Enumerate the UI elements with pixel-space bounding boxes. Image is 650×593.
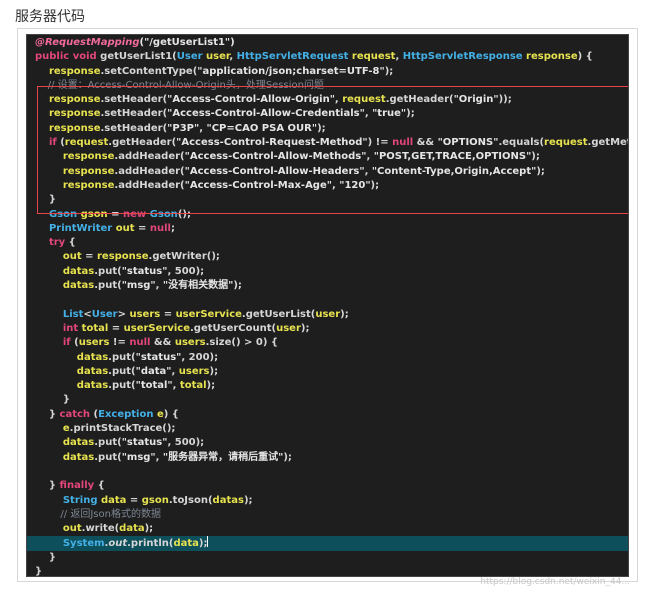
code-line: e.printStackTrace(); [62,423,176,435]
code-line: datas.put("status", 500); [62,265,205,277]
code-line: datas.put("msg", "服务器异常，请稍后重试"); [62,451,292,463]
code-line: response.setContentType("application/jso… [48,65,394,77]
code-line: datas.put("status", 200); [76,351,219,363]
code-line: if (request.getHeader("Access-Control-Re… [48,137,629,149]
code-editor: @RequestMapping("/getUserList1") public v… [26,34,629,577]
code-block: @RequestMapping("/getUserList1") public v… [27,36,629,577]
code-line: } catch (Exception e) { [35,408,179,420]
code-line: String data = gson.toJson(datas); [62,494,253,506]
code-line: datas.put("data", users); [76,365,219,377]
code-line: datas.put("total", total); [76,380,216,392]
code-line: Gson gson = new Gson(); [48,208,191,220]
page-heading: 服务器代码 [15,9,85,25]
code-line: response.setHeader("Access-Control-Allow… [48,94,512,106]
code-line: if (users != null && users.size() > 0) { [62,337,279,349]
code-line: } [35,551,57,563]
code-line: out.write(data); [62,523,154,535]
code-line: out = response.getWriter(); [62,251,220,263]
code-line: int total = userService.getUserCount(use… [62,322,310,334]
code-line: datas.put("msg", "没有相关数据"); [62,280,242,292]
code-line [27,293,628,307]
code-line: PrintWriter out = null; [48,222,175,234]
code-line: public void getUserList1(User user, Http… [35,51,593,63]
text-cursor [207,536,209,548]
code-line: response.addHeader("Access-Control-Allow… [62,151,540,163]
code-line: } [35,394,70,406]
code-line [27,465,628,479]
code-line: List<User> users = userService.getUserLi… [62,308,349,320]
code-line: @RequestMapping("/getUserList1") [35,37,235,48]
code-line: datas.put("status", 500); [62,437,205,449]
code-line: response.addHeader("Access-Control-Max-A… [62,179,380,191]
code-line: response.setHeader("Access-Control-Allow… [48,108,415,120]
code-screenshot-frame: @RequestMapping("/getUserList1") public v… [17,28,638,582]
code-line: // 设置：Access-Control-Allow-Origin头，处理Ses… [35,79,324,91]
code-line: } [35,194,57,206]
code-line: response.addHeader("Access-Control-Allow… [62,165,545,177]
code-line: // 返回Json格式的数据 [35,508,161,520]
code-line: } finally { [35,480,105,492]
watermark: https://blog.csdn.net/weixin_44... [480,577,630,587]
code-line: System.out.println(data); [27,536,628,551]
code-line: response.setHeader("P3P", "CP=CAO PSA OU… [48,122,326,134]
cors-highlight-box [37,86,628,214]
code-line: } [35,565,43,577]
code-line: try { [48,237,76,249]
